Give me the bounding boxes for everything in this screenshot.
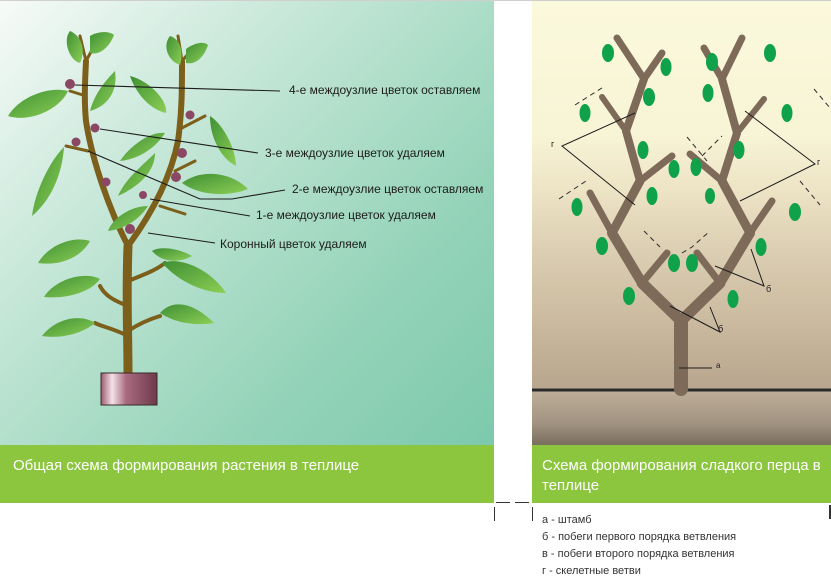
label-stem: а [716,361,721,370]
label-first-order-upper: б [766,284,772,294]
legend-item-stem: а - штамб [542,514,592,526]
pinch-marks [558,85,831,254]
crop-mark [515,502,529,503]
legend-item-first-order: б - побеги первого порядка ветвления [542,531,737,543]
top-border [0,0,831,1]
plant-scheme-panel: 4-е междоузлие цветок оставляем 3-е межд… [0,1,494,445]
label-3rd-internode: 3-е междоузлие цветок удаляем [265,146,445,160]
legend-item-second-order: в - побеги второго порядка ветвления [542,548,735,560]
label-4th-internode: 4-е междоузлие цветок оставляем [289,83,481,97]
plant-scheme-caption: Общая схема формирования растения в тепл… [0,445,494,503]
plant-leaves [8,31,248,337]
label-1st-internode: 1-е междоузлие цветок удаляем [256,208,436,222]
label-skeletal-right: г [817,157,821,167]
label-leader-lines [74,84,286,244]
label-skeletal-left: г [551,139,555,149]
label-crown-flower: Коронный цветок удаляем [220,237,367,251]
pepper-branches [586,34,776,396]
pepper-illustration [532,34,831,396]
plant-scheme-caption-text: Общая схема формирования растения в тепл… [13,457,360,474]
crop-mark [496,502,510,503]
crop-mark [829,505,831,519]
callout-lines [561,110,816,369]
pepper-scheme-caption: Схема формирования сладкого перца в тепл… [532,445,831,503]
crop-mark [494,507,495,521]
ground-area [532,388,831,445]
plant-pot [100,372,158,406]
crop-mark [532,507,533,521]
label-2nd-internode: 2-е междоузлие цветок оставляем [292,182,484,196]
pepper-legend: а - штамб б - побеги первого порядка вет… [542,512,736,580]
plant-flowers [65,79,195,234]
legend-item-skeletal: г - скелетные ветви [542,565,641,577]
pepper-scheme-caption-text: Схема формирования сладкого перца в тепл… [542,457,821,494]
pepper-fruits [571,44,801,308]
label-first-order-lower: б [718,324,724,334]
pepper-scheme-panel: г г б б а [532,1,831,445]
plant-illustration [8,31,286,406]
